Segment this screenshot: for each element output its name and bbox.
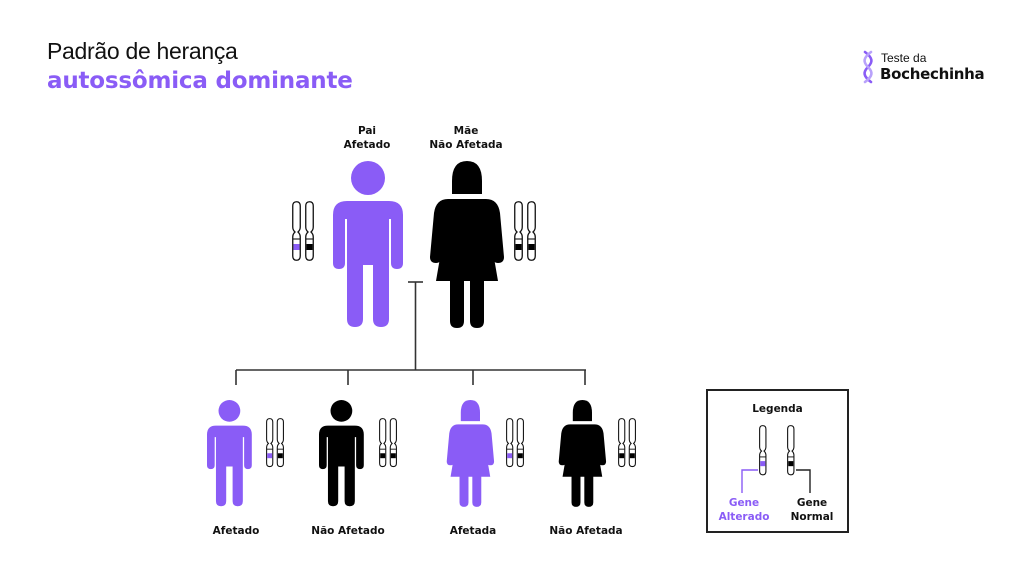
father-figure [333, 161, 403, 327]
legend-altered-chromosome [759, 425, 767, 476]
father-chromosomes [292, 201, 314, 261]
child-3-label: Afetada [449, 525, 497, 537]
mother-chromosomes [514, 201, 536, 261]
father-label: Pai Afetado [344, 124, 391, 152]
legend-altered-connector [741, 469, 758, 493]
mother-status: Não Afetada [429, 139, 503, 151]
legend-normal-label: Gene Normal [791, 496, 834, 524]
legend-altered-label-line1: Gene [728, 497, 760, 509]
child-2-label: Não Afetado [311, 525, 385, 537]
legend-normal-chromosome [787, 425, 795, 476]
legend-altered-label-line2: Alterado [718, 511, 770, 523]
child-1-figure [207, 400, 252, 507]
child-1-chromosomes [266, 418, 284, 468]
child-2-figure [319, 400, 364, 507]
child-1-label: Afetado [212, 525, 260, 537]
legend-box: Legenda Gene Alterado Gene Normal [706, 389, 849, 533]
father-status: Afetado [343, 139, 391, 151]
pedigree-lines [235, 281, 586, 385]
child-4-label: Não Afetada [549, 525, 623, 537]
legend-title: Legenda [752, 403, 803, 415]
mother-role: Mãe [453, 125, 479, 137]
child-2-chromosomes [379, 418, 397, 468]
logo-text-line1: Teste da [881, 51, 927, 65]
page-title-line2: autossômica dominante [47, 68, 353, 94]
legend-normal-connector [796, 469, 811, 493]
dna-helix-icon [863, 50, 873, 84]
child-4-figure [558, 400, 607, 507]
legend-normal-label-line2: Normal [790, 511, 834, 523]
child-3-figure [446, 400, 495, 507]
legend-normal-label-line1: Gene [796, 497, 828, 509]
page-title-line1: Padrão de herança [47, 38, 238, 64]
logo-text-line2: Bochechinha [880, 65, 985, 83]
legend-altered-label: Gene Alterado [719, 496, 770, 524]
mother-label: Mãe Não Afetada [429, 124, 502, 152]
child-4-chromosomes [618, 418, 636, 468]
father-role: Pai [357, 125, 377, 137]
mother-figure [430, 161, 504, 328]
child-3-chromosomes [506, 418, 524, 468]
